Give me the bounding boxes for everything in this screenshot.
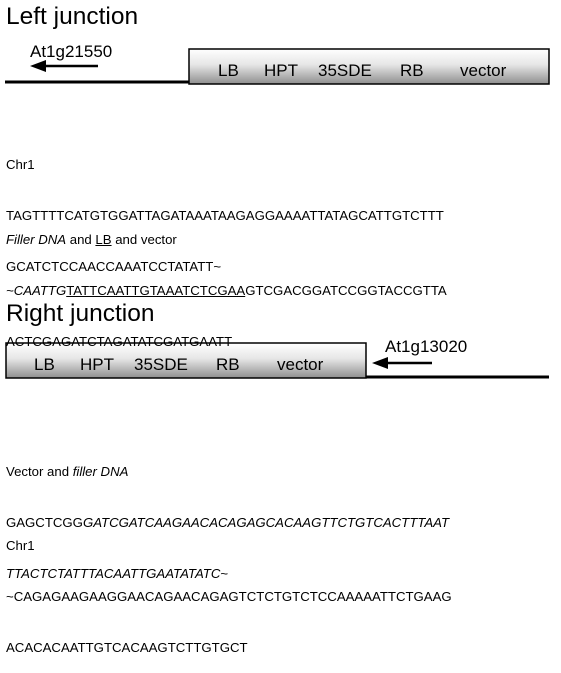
left-box-lb: LB: [218, 61, 239, 80]
right-junction-title: Right junction: [6, 300, 154, 327]
right-box-35sde: 35SDE: [134, 355, 188, 374]
lb-seq: TATTCAATTGTAAATCTCGAA: [66, 283, 246, 298]
right-chr1-seq-line1: ~CAGAGAAGAAGGAACAGAACAGAGTCTCTGTCTCCAAAA…: [6, 589, 452, 604]
right-vector-seq: GAGCTCGG: [6, 515, 83, 530]
right-box-vector: vector: [277, 355, 324, 374]
right-box-hpt: HPT: [80, 355, 114, 374]
filler-seq: ~CAATTG: [6, 283, 67, 298]
right-vector-label: Vector and filler DNA: [6, 463, 449, 480]
right-vector-box: [5, 342, 367, 379]
left-arrow-head: [30, 60, 46, 72]
left-chr1-seq-line1: TAGTTTTCATGTGGATTAGATAAATAAGAGGAAAATTATA…: [6, 208, 444, 223]
right-filler-seq-1: GATCGATCAAGAACACAGAGCACAAGTTCTGTCACTTTAA…: [82, 515, 450, 530]
right-chr1-label: Chr1: [6, 538, 35, 553]
right-box-lb: LB: [34, 355, 55, 374]
right-arrow-head: [372, 357, 388, 369]
filler-dna-label: Filler DNA: [6, 232, 67, 247]
left-filler-seq-line1: ~CAATTGTATTCAATTGTAAATCTCGAAGTCGACGGATCC…: [6, 282, 447, 299]
left-gene-label: At1g21550: [30, 42, 112, 61]
left-chr1-block: Chr1 TAGTTTTCATGTGGATTAGATAAATAAGAGGAAAA…: [6, 122, 444, 292]
left-box-vector: vector: [460, 61, 507, 80]
filler-and-2: and vector: [111, 232, 177, 247]
left-box-rb: RB: [400, 61, 424, 80]
left-box-35sde: 35SDE: [318, 61, 372, 80]
left-filler-label: Filler DNA and LB and vector: [6, 231, 447, 248]
right-chr1-seq-line2: ACACACAATTGTCACAAGTCTTGTGCT: [6, 640, 248, 655]
right-chr1-block: Chr1 ~CAGAGAAGAAGGAACAGAACAGAGTCTCTGTCTC…: [6, 503, 452, 673]
right-gene-label: At1g13020: [385, 337, 467, 356]
right-filler-dna-label: filler DNA: [72, 464, 129, 479]
vector-seq: GTCGACGGATCCGGTACCGTTA: [245, 283, 447, 298]
vector-and-label: Vector and: [6, 464, 73, 479]
left-chr1-seq-line2: GCATCTCCAACCAAATCCTATATT~: [6, 259, 222, 274]
left-filler-block: Filler DNA and LB and vector ~CAATTGTATT…: [6, 197, 447, 367]
filler-and-1: and: [66, 232, 96, 247]
junction-diagram: Left junction At1g21550 LB HPT 35SDE RB …: [5, 3, 550, 379]
right-vector-seq-line1: GAGCTCGGGATCGATCAAGAACACAGAGCACAAGTTCTGT…: [6, 514, 449, 531]
left-vector-box: [188, 48, 550, 85]
left-box-hpt: HPT: [264, 61, 298, 80]
lb-label: LB: [95, 232, 112, 247]
left-filler-seq-line2: ACTCGAGATCTAGATATCGATGAATT: [6, 334, 233, 349]
left-junction-title: Left junction: [6, 3, 138, 30]
right-box-rb: RB: [216, 355, 240, 374]
left-chr1-label: Chr1: [6, 157, 35, 172]
